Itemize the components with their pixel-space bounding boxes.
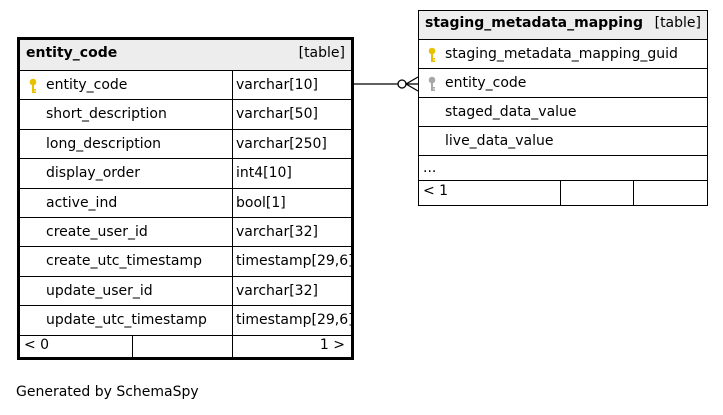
column-row: create_user_id varchar[32] bbox=[20, 218, 351, 248]
column-name: display_order bbox=[46, 165, 141, 182]
more-columns-indicator: ... bbox=[423, 160, 437, 176]
footer-children-count: < 1 bbox=[423, 183, 449, 199]
column-divider bbox=[232, 247, 233, 276]
column-row: entity_code varchar[10] bbox=[20, 71, 351, 101]
column-row: live_data_value bbox=[419, 127, 707, 156]
column-row: display_order int4[10] bbox=[20, 159, 351, 189]
column-name: create_user_id bbox=[46, 224, 148, 240]
column-type: varchar[250] bbox=[236, 135, 327, 152]
column-name: entity_code bbox=[46, 77, 128, 93]
column-name: entity_code bbox=[445, 75, 527, 91]
column-type: varchar[32] bbox=[236, 282, 318, 299]
footer-children-count: < 0 bbox=[24, 337, 50, 353]
column-type: varchar[10] bbox=[236, 77, 318, 93]
column-name: staging_metadata_mapping_guid bbox=[445, 46, 678, 62]
table-kind: [table] bbox=[654, 15, 701, 31]
foreign-key-icon bbox=[428, 76, 436, 91]
generator-caption: Generated by SchemaSpy bbox=[16, 384, 199, 400]
column-row: create_utc_timestamp timestamp[29,6] bbox=[20, 247, 354, 277]
column-name: staged_data_value bbox=[445, 104, 577, 120]
column-row: staged_data_value bbox=[419, 98, 707, 127]
column-name: update_user_id bbox=[46, 282, 153, 299]
footer-divider bbox=[560, 181, 561, 205]
zero-cardinality-circle bbox=[397, 79, 407, 89]
primary-key-icon bbox=[29, 78, 37, 93]
column-type: timestamp[29,6] bbox=[236, 253, 354, 270]
column-type: varchar[50] bbox=[236, 106, 318, 123]
footer-divider bbox=[132, 335, 133, 357]
staging-metadata-mapping-table-footer: < 1 bbox=[419, 181, 707, 205]
entity-code-table-footer: < 0 1 > bbox=[20, 335, 351, 357]
column-row: update_utc_timestamp timestamp[29,6] bbox=[20, 306, 354, 336]
entity-code-table: entity_code [table] entity_code varchar[1… bbox=[17, 37, 354, 360]
column-row: short_description varchar[50] bbox=[20, 100, 351, 130]
footer-parents-count: 1 > bbox=[319, 337, 345, 353]
column-type: varchar[32] bbox=[236, 224, 318, 240]
column-type: bool[1] bbox=[236, 194, 286, 211]
table-name: entity_code bbox=[26, 45, 118, 61]
column-divider bbox=[232, 276, 233, 306]
primary-key-icon bbox=[428, 47, 436, 62]
column-row: update_user_id varchar[32] bbox=[20, 276, 351, 307]
column-name: live_data_value bbox=[445, 133, 554, 149]
column-divider bbox=[232, 218, 233, 247]
column-row: entity_code bbox=[419, 69, 707, 98]
column-name: update_utc_timestamp bbox=[46, 312, 207, 329]
column-divider bbox=[232, 71, 233, 100]
column-divider bbox=[232, 306, 233, 335]
column-type: timestamp[29,6] bbox=[236, 312, 354, 329]
column-divider bbox=[232, 100, 233, 129]
footer-divider bbox=[633, 181, 634, 205]
crow-foot-top bbox=[405, 76, 419, 85]
staging-metadata-mapping-table-header: staging_metadata_mapping [table] bbox=[419, 11, 707, 40]
column-divider bbox=[232, 188, 233, 217]
column-type: int4[10] bbox=[236, 165, 292, 182]
column-divider bbox=[232, 159, 233, 188]
column-divider bbox=[232, 129, 233, 159]
column-name: active_ind bbox=[46, 194, 118, 211]
column-row: active_ind bool[1] bbox=[20, 188, 351, 218]
staging-metadata-mapping-table: staging_metadata_mapping [table] staging… bbox=[418, 10, 708, 206]
more-columns-row: ... bbox=[419, 156, 707, 181]
column-row: staging_metadata_mapping_guid bbox=[419, 40, 707, 69]
column-row: long_description varchar[250] bbox=[20, 129, 351, 160]
footer-divider bbox=[232, 335, 233, 357]
column-name: long_description bbox=[46, 135, 162, 152]
entity-code-table-header: entity_code [table] bbox=[20, 40, 351, 71]
column-name: short_description bbox=[46, 106, 167, 123]
crow-foot-bottom bbox=[405, 83, 419, 92]
table-kind: [table] bbox=[298, 45, 345, 61]
column-name: create_utc_timestamp bbox=[46, 253, 203, 270]
table-name: staging_metadata_mapping bbox=[425, 15, 643, 31]
